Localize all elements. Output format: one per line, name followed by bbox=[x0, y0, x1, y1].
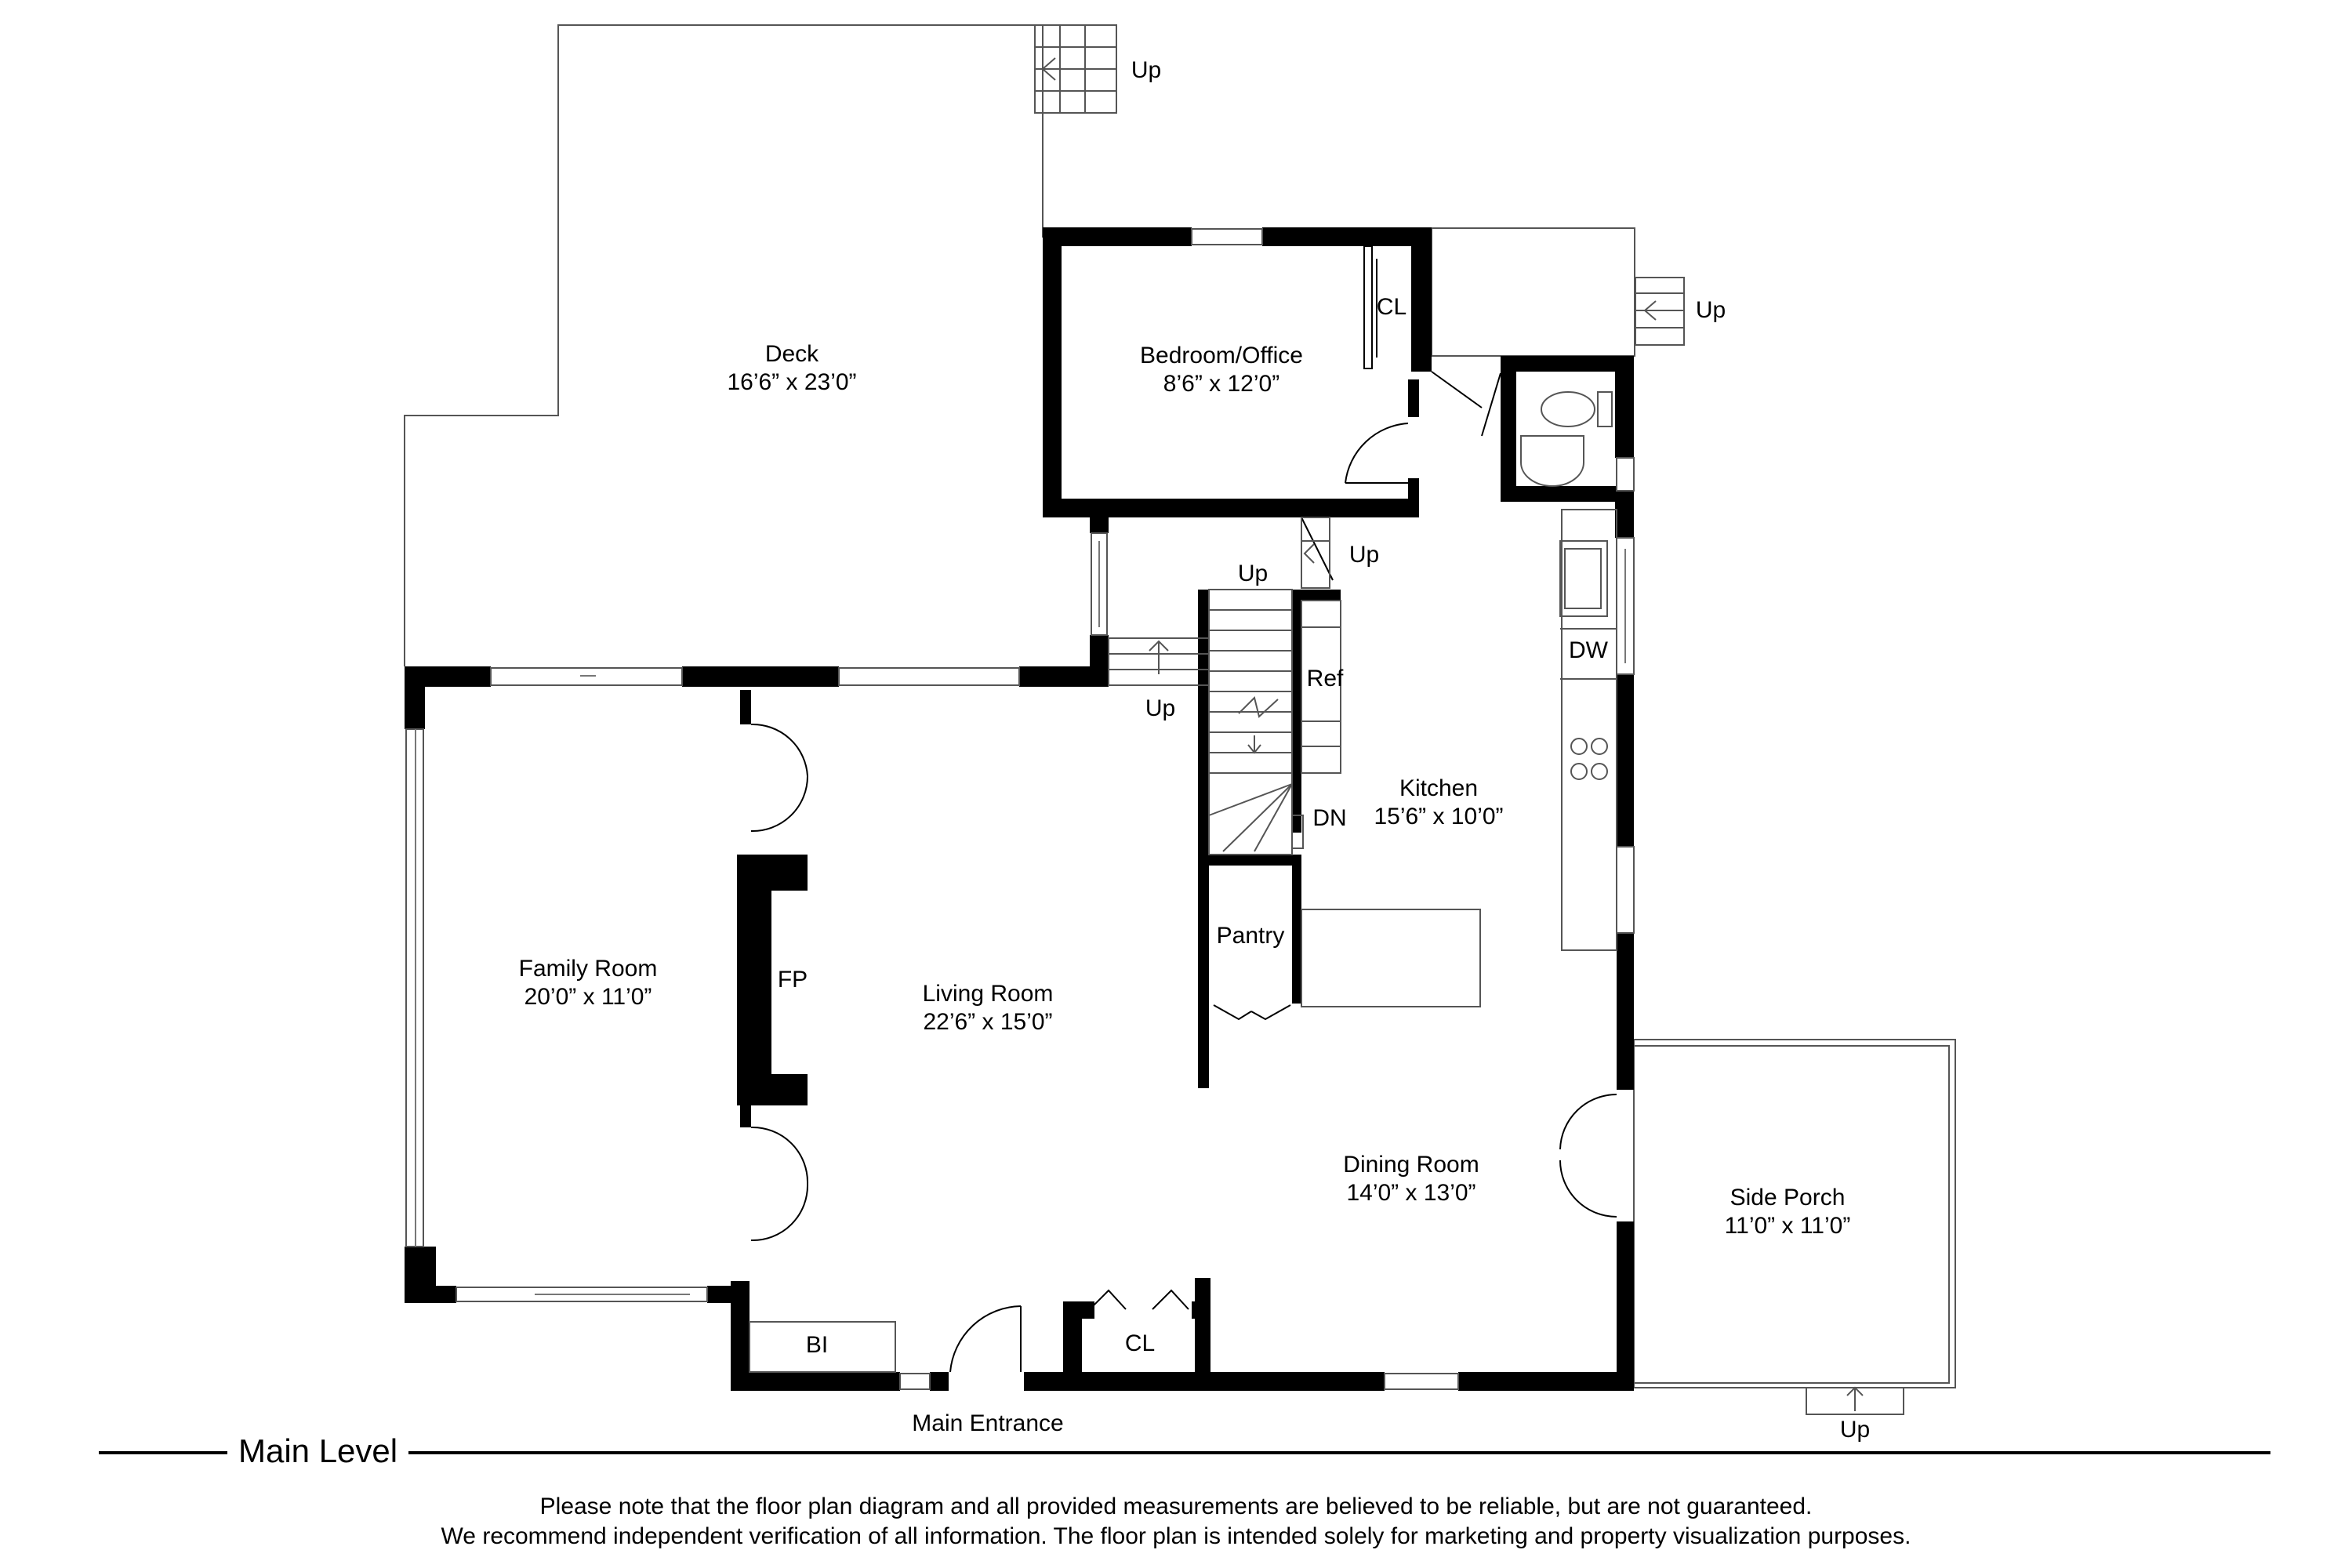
porch-stairs-up-label: Up bbox=[1839, 1417, 1871, 1443]
down-stairs-label: DN bbox=[1312, 805, 1347, 831]
doors bbox=[750, 371, 1617, 1373]
dining-room-name: Dining Room bbox=[1343, 1152, 1479, 1178]
lower-stair-up-label: Up bbox=[1145, 695, 1176, 721]
window-mullions bbox=[415, 541, 1626, 1295]
deck-size: 16’6” x 23’0” bbox=[727, 369, 857, 395]
disclaimer-line-1: Please note that the floor plan diagram … bbox=[539, 1494, 1813, 1519]
disclaimer-line-2: We recommend independent verification of… bbox=[441, 1523, 1911, 1549]
bedroom-closet bbox=[1363, 245, 1377, 369]
disclaimer: Please note that the floor plan diagram … bbox=[0, 1492, 2352, 1552]
level-title: Main Level bbox=[227, 1433, 409, 1469]
dining-room-size: 14’0” x 13’0” bbox=[1346, 1180, 1476, 1206]
rear-stairs-up-label: Up bbox=[1695, 297, 1726, 323]
side-porch-outline bbox=[1633, 1039, 1956, 1415]
deck-name: Deck bbox=[764, 341, 819, 367]
kitchen-name: Kitchen bbox=[1399, 775, 1479, 801]
side-porch-label: Side Porch 11’0” x 11’0” bbox=[1693, 1184, 1882, 1240]
living-room-size: 22’6” x 15’0” bbox=[923, 1009, 1053, 1035]
deck-stairs-up-label: Up bbox=[1131, 57, 1162, 83]
deck-outline bbox=[404, 24, 1117, 666]
fireplace bbox=[753, 877, 808, 1090]
windows bbox=[405, 228, 1635, 1390]
bedroom-name: Bedroom/Office bbox=[1140, 343, 1303, 368]
living-room-name: Living Room bbox=[922, 981, 1054, 1007]
bedroom-size: 8’6” x 12’0” bbox=[1163, 371, 1280, 397]
entry-closet-label: CL bbox=[1124, 1330, 1156, 1356]
refrigerator-label: Ref bbox=[1306, 666, 1344, 691]
rear-entry-outline bbox=[1431, 227, 1685, 357]
dining-room-label: Dining Room 14’0” x 13’0” bbox=[1309, 1151, 1513, 1207]
side-porch-name: Side Porch bbox=[1730, 1185, 1846, 1210]
dishwasher-label: DW bbox=[1569, 637, 1608, 663]
main-entrance-label: Main Entrance bbox=[912, 1410, 1064, 1436]
family-room-label: Family Room 20’0” x 11’0” bbox=[486, 955, 690, 1011]
kitchen-counters bbox=[1301, 509, 1617, 1007]
landing-up-label: Up bbox=[1348, 542, 1380, 568]
built-in-label: BI bbox=[805, 1332, 829, 1358]
deck-label: Deck 16’6” x 23’0” bbox=[706, 340, 878, 397]
kitchen-size: 15’6” x 10’0” bbox=[1374, 804, 1504, 829]
bedroom-closet-label: CL bbox=[1376, 294, 1407, 320]
main-stairs bbox=[1108, 517, 1341, 855]
living-room-label: Living Room 22’6” x 15’0” bbox=[886, 980, 1090, 1036]
main-stair-up-label: Up bbox=[1237, 561, 1269, 586]
family-room-name: Family Room bbox=[518, 956, 658, 982]
built-in-cabinet bbox=[749, 1321, 896, 1373]
kitchen-label: Kitchen 15’6” x 10’0” bbox=[1348, 775, 1529, 831]
bedroom-label: Bedroom/Office 8’6” x 12’0” bbox=[1112, 342, 1331, 398]
bath-fixtures bbox=[1520, 391, 1613, 487]
family-room-size: 20’0” x 11’0” bbox=[524, 984, 652, 1010]
fireplace-label: FP bbox=[777, 967, 808, 993]
side-porch-size: 11’0” x 11’0” bbox=[1724, 1213, 1851, 1239]
pantry-label: Pantry bbox=[1216, 923, 1285, 949]
